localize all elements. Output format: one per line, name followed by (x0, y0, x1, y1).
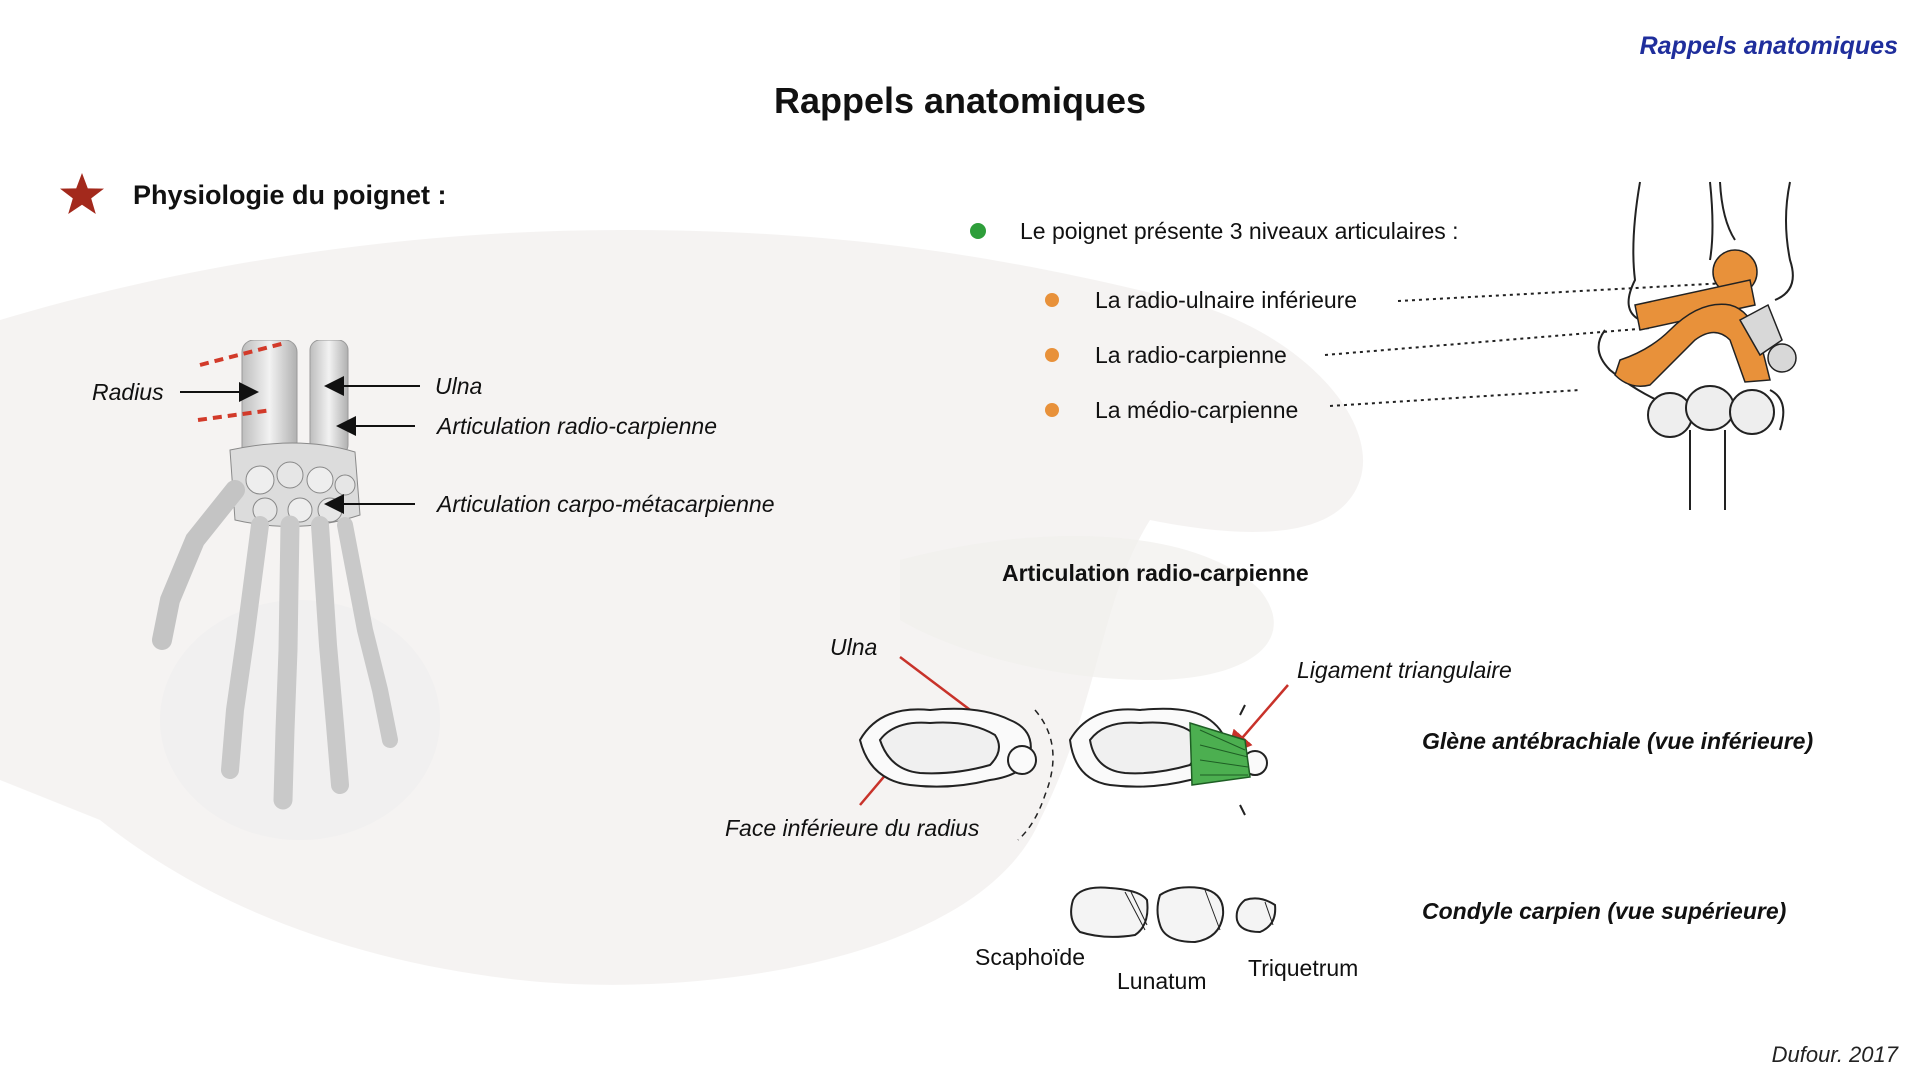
wrist-joint-diagram (1597, 181, 1797, 510)
label-articulation-carpo-metacarpienne: Articulation carpo-métacarpienne (437, 491, 775, 517)
label-face-inferieure-radius: Face inférieure du radius (725, 815, 980, 841)
label-scaphoide: Scaphoïde (975, 944, 1085, 970)
levels-intro: Le poignet présente 3 niveaux articulair… (1020, 218, 1459, 244)
intro-bullet (970, 223, 986, 239)
level-item-2: La radio-carpienne (1095, 342, 1287, 368)
level-item-1: La radio-ulnaire inférieure (1095, 287, 1358, 313)
level-bullet-3 (1045, 403, 1059, 417)
label-ligament-triangulaire: Ligament triangulaire (1297, 657, 1512, 683)
level-bullet-1 (1045, 293, 1059, 307)
label-ulna-glene: Ulna (830, 634, 878, 660)
level-item-3: La médio-carpienne (1095, 397, 1299, 423)
radio-carpienne-title: Articulation radio-carpienne (1002, 560, 1309, 586)
label-glene-antebrachiale: Glène antébrachiale (vue inférieure) (1422, 728, 1814, 754)
header-tag: Rappels anatomiques (1639, 32, 1898, 60)
section-title: Physiologie du poignet : (133, 180, 447, 210)
label-articulation-radio-carpienne: Articulation radio-carpienne (437, 413, 717, 439)
level-bullet-2 (1045, 348, 1059, 362)
star-icon (60, 173, 104, 214)
page-title: Rappels anatomiques (773, 80, 1147, 121)
label-radius: Radius (92, 379, 164, 405)
credit: Dufour. 2017 (1771, 1042, 1898, 1067)
label-triquetrum: Triquetrum (1248, 955, 1359, 981)
label-ulna: Ulna (435, 373, 483, 399)
glene-illustrations (858, 704, 1268, 841)
hand-skeleton-illustration (152, 340, 440, 840)
carpal-bones-illustration (1070, 886, 1277, 944)
label-condyle-carpien: Condyle carpien (vue supérieure) (1422, 898, 1787, 924)
label-lunatum: Lunatum (1117, 968, 1207, 994)
